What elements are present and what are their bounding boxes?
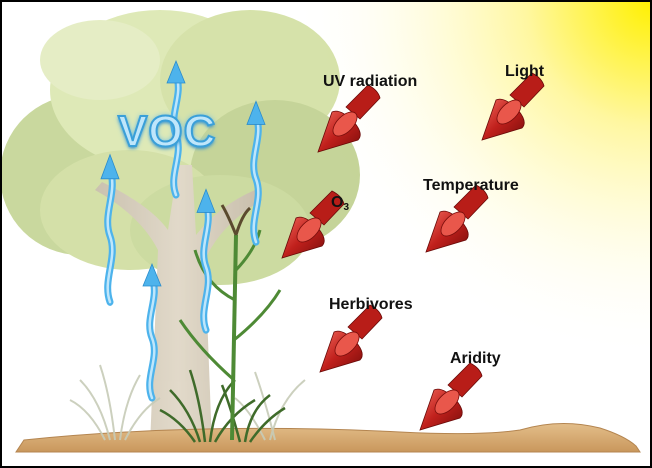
light-label: Light (505, 63, 545, 80)
voc-label: VOC (117, 106, 217, 157)
grass-tuft (69, 364, 306, 441)
ozone-label-base: O (331, 194, 344, 211)
herbivores-label: Herbivores (329, 296, 413, 313)
ozone-label: O3 (331, 194, 349, 213)
maize-plant (178, 204, 282, 441)
grass-tuft-green (159, 369, 286, 443)
aridity-label: Aridity (450, 350, 501, 367)
ground (15, 423, 641, 453)
ozone-label-subscript: 3 (343, 202, 350, 213)
temperature-label: Temperature (423, 177, 519, 194)
uv-radiation-label: UV radiation (323, 73, 418, 90)
